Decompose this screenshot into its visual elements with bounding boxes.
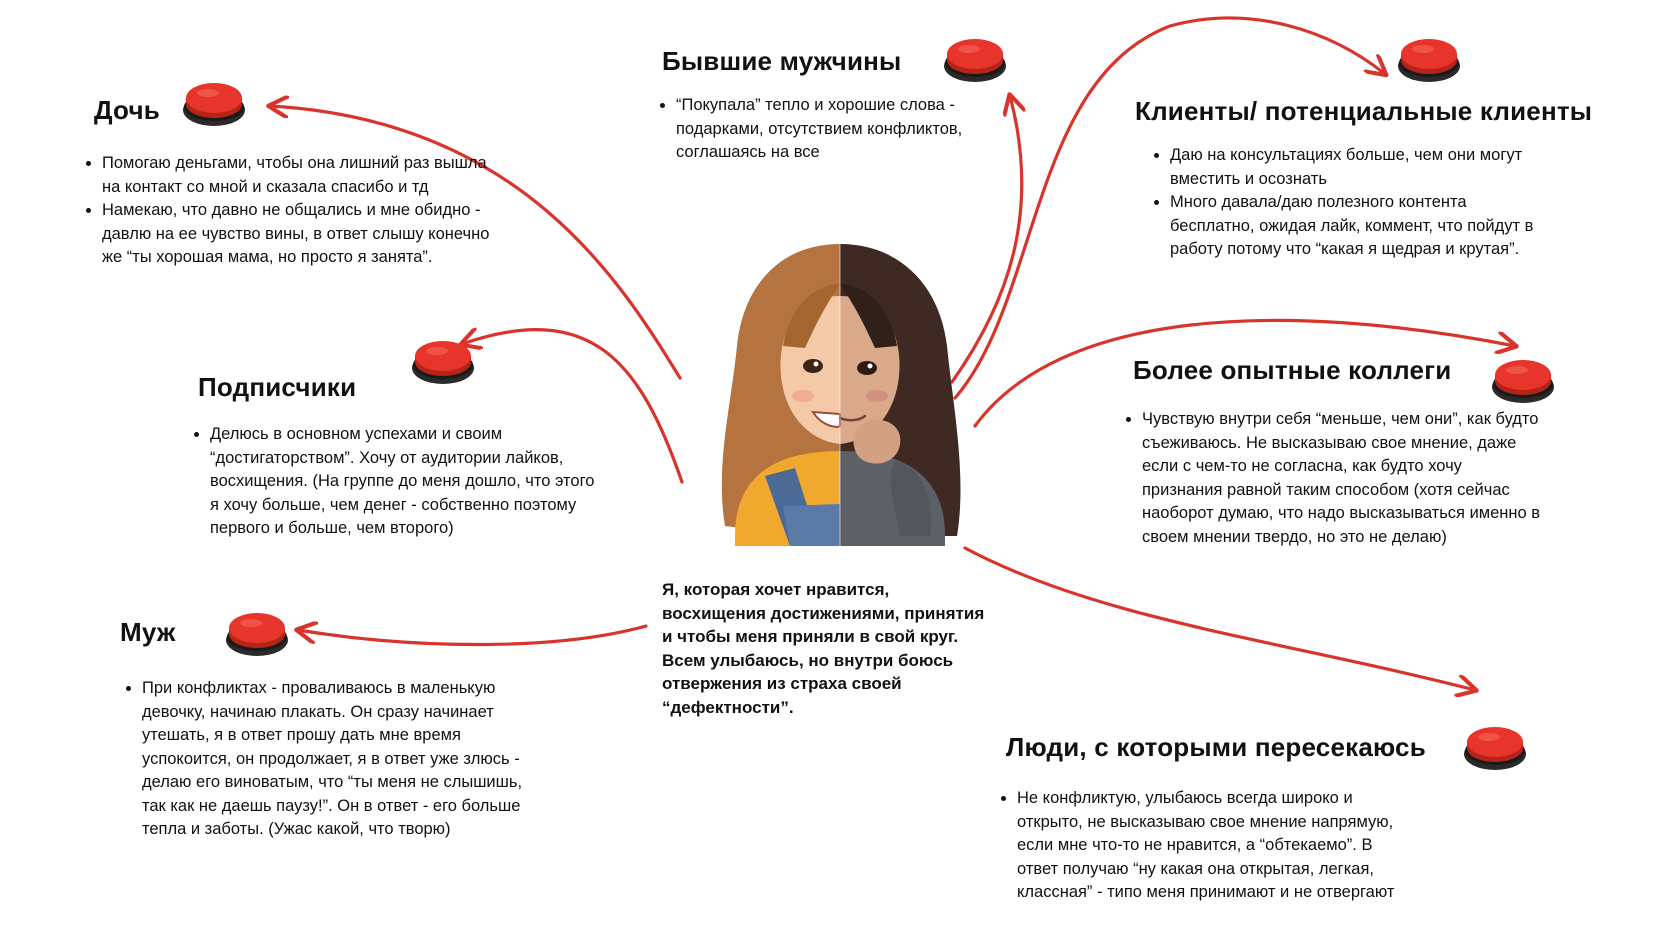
list-item: Чувствую внутри себя “меньше, чем они”, … — [1142, 408, 1542, 549]
center-line-1: Я, которая хочет нравится, восхищения до… — [662, 580, 985, 646]
center-line-2: Всем улыбаюсь, но внутри боюсь отвержени… — [662, 650, 954, 717]
red-push-button-icon — [183, 83, 245, 126]
girl-portrait-illustration — [721, 242, 961, 546]
kollegi-list: Чувствую внутри себя “меньше, чем они”, … — [1120, 408, 1542, 549]
center-statement: Я, которая хочет нравится, восхищения до… — [662, 578, 992, 719]
list-item: При конфликтах - проваливаюсь в маленьку… — [142, 677, 542, 842]
arrow-to-byvshie — [950, 96, 1022, 384]
red-push-button-icon — [944, 39, 1006, 82]
byvshie-list: “Покупала” тепло и хорошие слова - подар… — [654, 94, 1026, 165]
arrow-to-lyudi — [963, 546, 1475, 690]
list-item: Даю на консультациях больше, чем они мог… — [1170, 144, 1550, 191]
lyudi-list: Не конфликтую, улыбаюсь всегда широко и … — [995, 787, 1417, 905]
lyudi-title: Люди, с которыми пересекаюсь — [1006, 732, 1426, 762]
list-item: Не конфликтую, улыбаюсь всегда широко и … — [1017, 787, 1417, 905]
list-item: “Покупала” тепло и хорошие слова - подар… — [676, 94, 1026, 165]
arrow-to-podpischiki — [462, 330, 684, 484]
doch-title: Дочь — [94, 95, 160, 125]
list-item: Помогаю деньгами, чтобы она лишний раз в… — [102, 152, 502, 199]
list-item: Много давала/даю полезного контента бесп… — [1170, 191, 1550, 262]
byvshie-title: Бывшие мужчины — [662, 46, 902, 76]
list-item: Намекаю, что давно не общались и мне оби… — [102, 199, 502, 270]
kollegi-title: Более опытные коллеги — [1133, 355, 1452, 385]
red-push-button-icon — [226, 613, 288, 656]
podpischiki-title: Подписчики — [198, 372, 357, 402]
podpischiki-list: Делюсь в основном успехами и своим “дост… — [188, 423, 605, 541]
klienty-title: Клиенты/ потенциальные клиенты — [1135, 96, 1593, 126]
red-push-button-icon — [412, 341, 474, 384]
arrow-to-kollegi — [973, 318, 1515, 428]
red-push-button-icon — [1398, 39, 1460, 82]
arrow-to-klienty — [953, 16, 1385, 400]
red-push-button-icon — [1492, 360, 1554, 403]
red-push-button-icon — [1464, 727, 1526, 770]
list-item: Делюсь в основном успехами и своим “дост… — [210, 423, 605, 541]
muzh-title: Муж — [120, 617, 176, 647]
muzh-list: При конфликтах - проваливаюсь в маленьку… — [120, 677, 542, 842]
klienty-list: Даю на консультациях больше, чем они мог… — [1148, 144, 1550, 262]
doch-list: Помогаю деньгами, чтобы она лишний раз в… — [80, 152, 502, 270]
arrow-to-doch — [270, 106, 682, 380]
arrow-to-muzh — [298, 626, 648, 647]
